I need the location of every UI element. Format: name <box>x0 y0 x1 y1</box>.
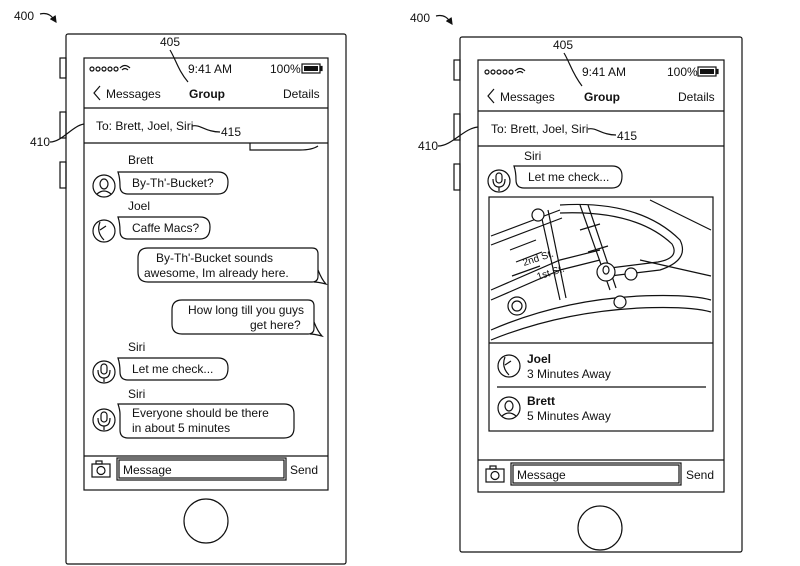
back-button[interactable]: Messages <box>500 90 555 104</box>
ref-415: 415 <box>617 129 637 143</box>
eta-list-item[interactable]: Brett 5 Minutes Away <box>498 394 611 423</box>
sender-name: Brett <box>128 153 154 167</box>
ref-405-leader <box>564 53 582 86</box>
camera-icon[interactable] <box>486 466 504 482</box>
sender-name: Joel <box>128 199 150 213</box>
message-text: Everyone should be there <box>132 406 269 420</box>
siri-mic-icon <box>93 409 115 431</box>
message-text: Let me check... <box>132 362 213 376</box>
eta-name: Joel <box>527 352 551 366</box>
map-road <box>640 200 711 276</box>
eta-time: 3 Minutes Away <box>527 367 611 381</box>
send-button[interactable]: Send <box>290 463 318 477</box>
message-placeholder: Message <box>517 468 566 482</box>
brett-avatar <box>93 175 115 197</box>
figure-ref-label: 400 <box>410 11 430 25</box>
location-pin[interactable] <box>614 296 626 308</box>
mute-switch <box>454 60 460 80</box>
recipients-field[interactable]: To: Brett, Joel, Siri <box>491 122 588 136</box>
eta-list-item[interactable]: Joel 3 Minutes Away <box>498 352 611 381</box>
sender-name: Siri <box>128 387 145 401</box>
ref-415: 415 <box>221 125 241 139</box>
wifi-icon <box>515 69 525 74</box>
wifi-icon <box>120 66 130 71</box>
message-placeholder: Message <box>123 463 172 477</box>
signal-icon <box>485 70 513 74</box>
status-time: 9:41 AM <box>188 62 232 76</box>
camera-icon[interactable] <box>92 461 110 477</box>
recipients-field[interactable]: To: Brett, Joel, Siri <box>96 119 193 133</box>
details-button[interactable]: Details <box>283 87 320 101</box>
message-text: in about 5 minutes <box>132 421 230 435</box>
send-button[interactable]: Send <box>686 468 714 482</box>
message-text: Let me check... <box>528 170 609 184</box>
ref-415-leader <box>588 129 616 135</box>
ref-410: 410 <box>418 139 438 153</box>
ref-410-leader <box>438 127 478 146</box>
home-button[interactable] <box>184 499 228 543</box>
signal-icon <box>90 67 118 71</box>
details-button[interactable]: Details <box>678 90 715 104</box>
ref-405: 405 <box>160 35 180 49</box>
figure-ref-label: 400 <box>14 9 34 23</box>
back-chevron-icon[interactable] <box>94 86 100 100</box>
status-bar: 9:41 AM 100% <box>485 65 718 79</box>
message-text: By-Th'-Bucket sounds <box>156 251 273 265</box>
ref-405-leader <box>170 50 188 82</box>
street-label: 2nd St. <box>522 249 556 269</box>
location-pin[interactable] <box>508 297 526 315</box>
ref-410: 410 <box>30 135 50 149</box>
conversation-title: Group <box>584 90 620 104</box>
back-button[interactable]: Messages <box>106 87 161 101</box>
ref-405: 405 <box>553 38 573 52</box>
joel-avatar <box>498 355 520 377</box>
volume-up-button <box>60 112 66 138</box>
home-button[interactable] <box>578 506 622 550</box>
conversation-title: Group <box>189 87 225 101</box>
siri-mic-icon <box>93 361 115 383</box>
mute-switch <box>60 58 66 78</box>
volume-down-button <box>60 162 66 188</box>
back-chevron-icon[interactable] <box>488 89 494 103</box>
partial-bubble <box>250 143 318 150</box>
left-phone: 400 9:41 AM 100% 405 Messages Group D <box>14 9 346 564</box>
message-text: get here? <box>250 318 301 332</box>
message-text: awesome, Im already here. <box>144 266 289 280</box>
location-pin[interactable] <box>625 268 637 280</box>
figure-ref-arrow <box>436 15 452 24</box>
ref-415-leader <box>192 126 220 132</box>
battery-percent: 100% <box>667 65 698 79</box>
battery-percent: 100% <box>270 62 301 76</box>
brett-avatar <box>498 397 520 419</box>
location-pin[interactable] <box>532 209 544 221</box>
joel-avatar <box>93 220 115 242</box>
message-text: How long till you guys <box>188 303 304 317</box>
ref-410-leader <box>50 124 84 142</box>
volume-down-button <box>454 164 460 190</box>
figure-ref-arrow <box>40 13 56 22</box>
message-text: Caffe Macs? <box>132 221 199 235</box>
status-time: 9:41 AM <box>582 65 626 79</box>
device-body <box>66 34 346 564</box>
status-bar: 9:41 AM 100% <box>90 62 322 76</box>
eta-name: Brett <box>527 394 555 408</box>
siri-mic-icon <box>488 170 510 192</box>
map-view[interactable]: 2nd St. 1st St. <box>491 199 711 341</box>
map-card[interactable] <box>489 197 713 431</box>
sender-name: Siri <box>128 340 145 354</box>
eta-time: 5 Minutes Away <box>527 409 611 423</box>
right-phone: 400 9:41 AM 100% 405 Messages Group Deta… <box>410 11 742 552</box>
message-text: By-Th'-Bucket? <box>132 176 214 190</box>
sender-name: Siri <box>524 149 541 163</box>
